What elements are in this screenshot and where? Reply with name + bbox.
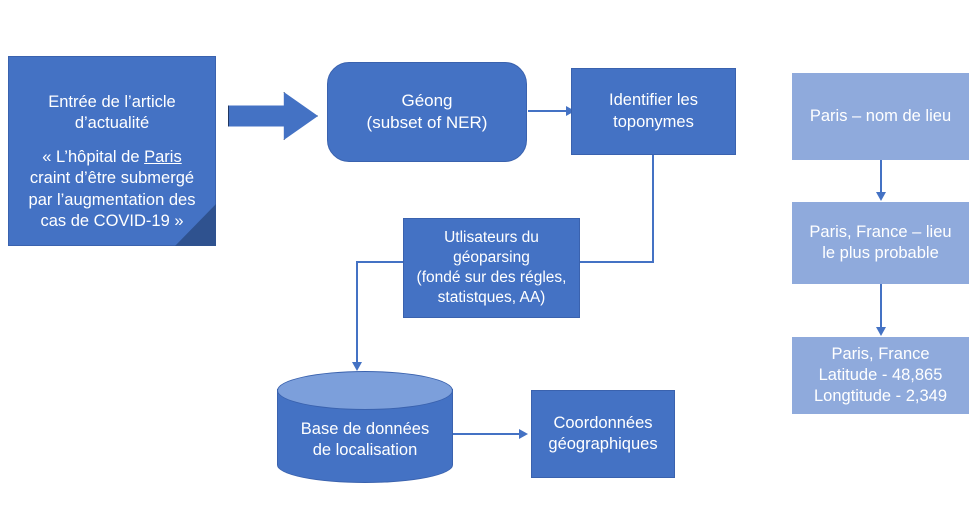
node-paris-toponym[interactable]: Paris – nom de lieu [792, 73, 969, 160]
connector-resolved-coords [880, 284, 882, 329]
arrowhead-toponym-resolved [876, 192, 886, 201]
connector-database-coordonnees [452, 433, 521, 435]
connector-identifier-down [652, 155, 654, 262]
connector-utilisateurs-left [356, 261, 404, 263]
node-coordonnees-geographiques[interactable]: Coordonnées géographiques [531, 390, 675, 478]
quote-before: « L’hôpital de [42, 148, 145, 167]
connector-toponym-resolved [880, 160, 882, 194]
quote-after: craint d’être submergé par l’augmentatio… [28, 169, 196, 230]
node-location-database-label: Base de données de localisation [300, 420, 430, 460]
node-paris-resolved[interactable]: Paris, France – lieu le plus probable [792, 202, 969, 284]
input-note-text: Entrée de l’article d’actualité « L’hôpi… [9, 71, 215, 246]
block-arrow-icon [228, 92, 318, 140]
arrowhead-resolved-coords [876, 327, 886, 336]
node-paris-coordinates[interactable]: Paris, France Latitude - 48,865 Longtitu… [792, 337, 969, 414]
connector-utilisateurs-down [356, 261, 358, 364]
node-utilisateurs-geoparsing[interactable]: Utlisateurs du géoparsing (fondé sur des… [403, 218, 580, 318]
node-geong[interactable]: Géong (subset of NER) [327, 62, 527, 162]
input-note-heading: Entrée de l’article d’actualité [48, 93, 176, 133]
arrowhead-database-coordonnees [519, 429, 528, 439]
node-paris-coordinates-label: Paris, France Latitude - 48,865 Longtitu… [813, 344, 948, 406]
node-identifier-toponymes-label: Identifier les toponymes [609, 91, 698, 131]
input-note-quote: « L’hôpital de Paris craint d’être subme… [17, 147, 207, 231]
arrowhead-utilisateurs-database [352, 362, 362, 371]
node-input-news-article[interactable]: Entrée de l’article d’actualité « L’hôpi… [8, 56, 216, 246]
node-identifier-toponymes[interactable]: Identifier les toponymes [571, 68, 736, 155]
node-location-database[interactable]: Base de données de localisation [277, 371, 453, 483]
node-paris-resolved-label: Paris, France – lieu le plus probable [809, 222, 952, 262]
quote-emphasis-paris: Paris [144, 148, 182, 167]
node-coordonnees-geographiques-label: Coordonnées géographiques [548, 413, 658, 453]
node-geong-label: Géong (subset of NER) [366, 91, 488, 132]
connector-geong-identifier [528, 110, 568, 112]
cylinder-top-ellipse [277, 371, 453, 410]
connector-identifier-to-utilisateurs [579, 261, 654, 263]
node-paris-toponym-label: Paris – nom de lieu [809, 106, 952, 125]
arrowhead-geong-identifier [566, 106, 575, 116]
node-utilisateurs-geoparsing-label: Utlisateurs du géoparsing (fondé sur des… [416, 229, 567, 306]
